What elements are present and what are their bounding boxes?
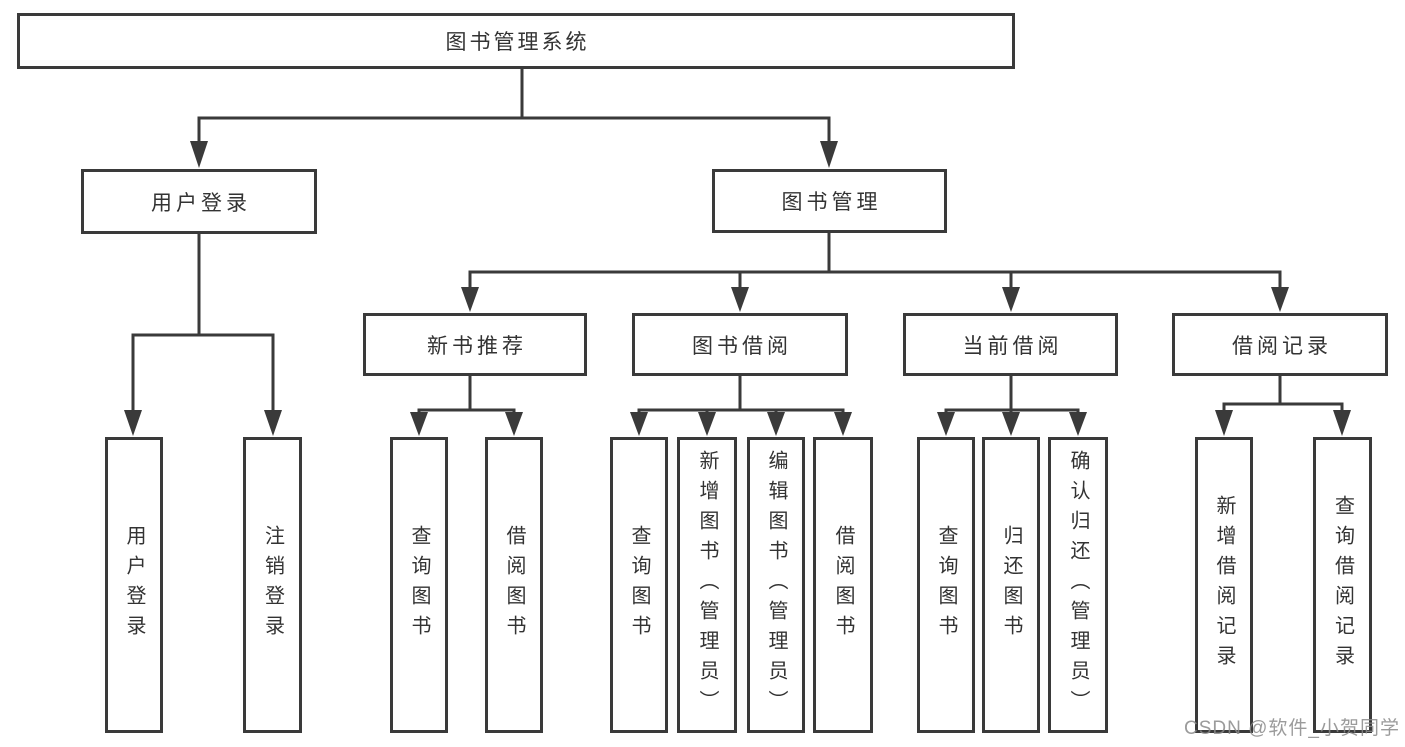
node-book-management: 图书管理 <box>712 169 947 233</box>
leaf-logout: 注销登录 <box>243 437 302 733</box>
csdn-watermark: CSDN @软件_小贺同学 <box>1184 718 1400 739</box>
node-library-management-system: 图书管理系统 <box>17 13 1015 69</box>
node-user-login: 用户登录 <box>81 169 317 234</box>
node-current-borrowing: 当前借阅 <box>903 313 1118 376</box>
leaf-confirm-return-admin: 确认归还（管理员） <box>1048 437 1108 733</box>
leaf-borrow-books: 借阅图书 <box>813 437 873 733</box>
leaf-add-books-admin: 新增图书（管理员） <box>677 437 737 733</box>
leaf-query-borrow-record: 查询借阅记录 <box>1313 437 1372 733</box>
leaf-query-books-current: 查询图书 <box>917 437 975 733</box>
leaf-query-books-borrowing: 查询图书 <box>610 437 668 733</box>
leaf-edit-books-admin: 编辑图书（管理员） <box>747 437 805 733</box>
leaf-user-login: 用户登录 <box>105 437 163 733</box>
leaf-add-borrow-record: 新增借阅记录 <box>1195 437 1253 733</box>
leaf-return-books: 归还图书 <box>982 437 1040 733</box>
node-book-borrowing: 图书借阅 <box>632 313 848 376</box>
leaf-borrow-books-recommend: 借阅图书 <box>485 437 543 733</box>
leaf-query-books-recommend: 查询图书 <box>390 437 448 733</box>
node-borrowing-records: 借阅记录 <box>1172 313 1388 376</box>
node-new-book-recommendation: 新书推荐 <box>363 313 587 376</box>
